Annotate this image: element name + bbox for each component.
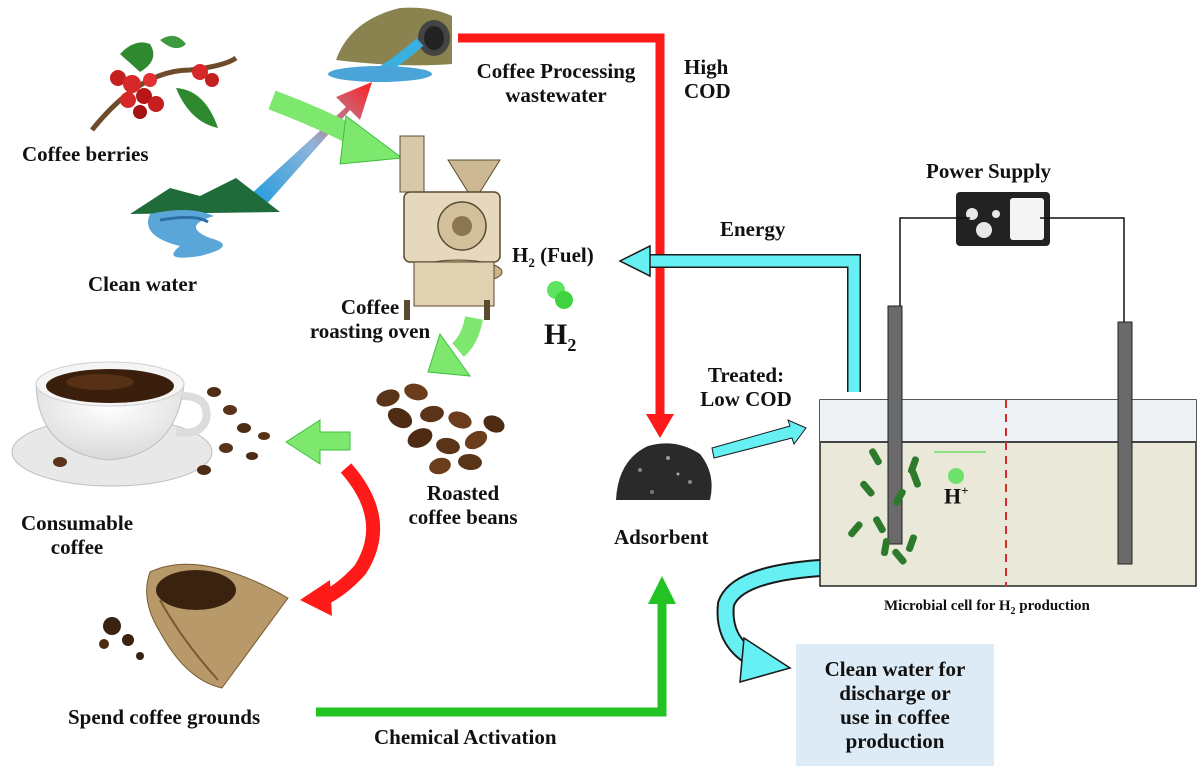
spent-grounds-illustration xyxy=(99,563,289,689)
roasting-oven-label-line2: roasting oven xyxy=(309,318,431,343)
h2-fuel-subscript: 2 xyxy=(528,255,535,271)
roasting-oven-label-line1: Coffee xyxy=(340,295,400,319)
power-supply-label: Power Supply xyxy=(926,159,1052,183)
roasted-beans-label: Roasted coffee beans xyxy=(388,481,538,529)
treated-label: Treated: Low COD xyxy=(684,363,808,411)
treated-arrow xyxy=(711,419,807,459)
coffee-cup-illustration xyxy=(11,361,270,487)
microbial-cell-label-prefix: Microbial cell for H xyxy=(884,598,1011,614)
consumable-label-line1: Consumable xyxy=(20,511,134,535)
h2-fuel-h: H xyxy=(512,243,529,267)
consumable-coffee-label: Consumable coffee xyxy=(4,511,150,559)
microbial-cell-tank xyxy=(819,305,1197,587)
roasted-beans-label-line1: Roasted xyxy=(426,481,500,505)
high-cod-label-line1: High xyxy=(684,55,729,79)
h2-molecule-icon xyxy=(547,281,573,309)
oven-to-beans-arrow xyxy=(427,316,483,377)
h2-fuel-label: H2 (Fuel) xyxy=(512,243,594,271)
chemical-activation-label: Chemical Activation xyxy=(374,725,557,749)
discharge-arrow xyxy=(716,559,821,684)
high-cod-arrow xyxy=(458,33,674,438)
h-plus-superscript: + xyxy=(961,483,969,498)
clean-water-label: Clean water xyxy=(88,272,198,296)
wastewater-outlet-illustration xyxy=(328,7,452,82)
wastewater-label-line1: Coffee Processing xyxy=(476,59,636,83)
treated-label-line2: Low COD xyxy=(700,386,792,411)
h2-big-label: H2 xyxy=(544,318,576,355)
consumable-label-line2: coffee xyxy=(50,534,104,559)
high-cod-label: High COD xyxy=(684,55,731,103)
clean-water-discharge-text: Clean water for discharge or use in coff… xyxy=(824,656,966,754)
adsorbent-illustration xyxy=(616,443,712,500)
water-use-arrow xyxy=(250,82,372,207)
roasted-beans-label-line2: coffee beans xyxy=(408,504,518,529)
energy-arrow xyxy=(618,244,861,392)
h2-big-h: H xyxy=(544,318,568,351)
clean-water-illustration xyxy=(130,178,280,258)
h2-fuel-suffix: (Fuel) xyxy=(534,243,594,267)
cup-to-grounds-arrow xyxy=(300,463,380,616)
microbial-cell-label-suffix: production xyxy=(1015,598,1090,614)
h-plus-label: H+ xyxy=(944,483,969,509)
h2-big-subscript: 2 xyxy=(567,335,577,355)
microbial-cell-label-subscript: 2 xyxy=(1010,606,1016,617)
berries-to-oven-arrow xyxy=(268,90,404,165)
clean-water-discharge-box: Clean water for discharge or use in coff… xyxy=(796,644,994,766)
power-supply-device xyxy=(899,192,1125,322)
roasting-oven-illustration xyxy=(399,135,503,320)
chemical-activation-arrow xyxy=(316,576,676,717)
roasted-beans-illustration xyxy=(376,383,505,475)
treated-label-line1: Treated: xyxy=(707,363,785,387)
high-cod-label-line2: COD xyxy=(684,78,731,103)
wastewater-label: Coffee Processing wastewater xyxy=(458,59,654,107)
bacteria-cluster xyxy=(848,448,921,565)
roasting-oven-label: Coffee roasting oven xyxy=(290,295,450,343)
spend-grounds-label: Spend coffee grounds xyxy=(68,705,261,729)
coffee-berries-label: Coffee berries xyxy=(22,142,149,166)
adsorbent-label: Adsorbent xyxy=(614,525,709,549)
coffee-berries-illustration xyxy=(90,35,238,132)
beans-to-cup-arrow xyxy=(285,419,351,465)
wastewater-label-line2: wastewater xyxy=(505,82,607,107)
microbial-cell-label: Microbial cell for H2 production xyxy=(884,598,1090,617)
energy-label: Energy xyxy=(720,217,786,241)
h-plus-h: H xyxy=(944,483,962,509)
